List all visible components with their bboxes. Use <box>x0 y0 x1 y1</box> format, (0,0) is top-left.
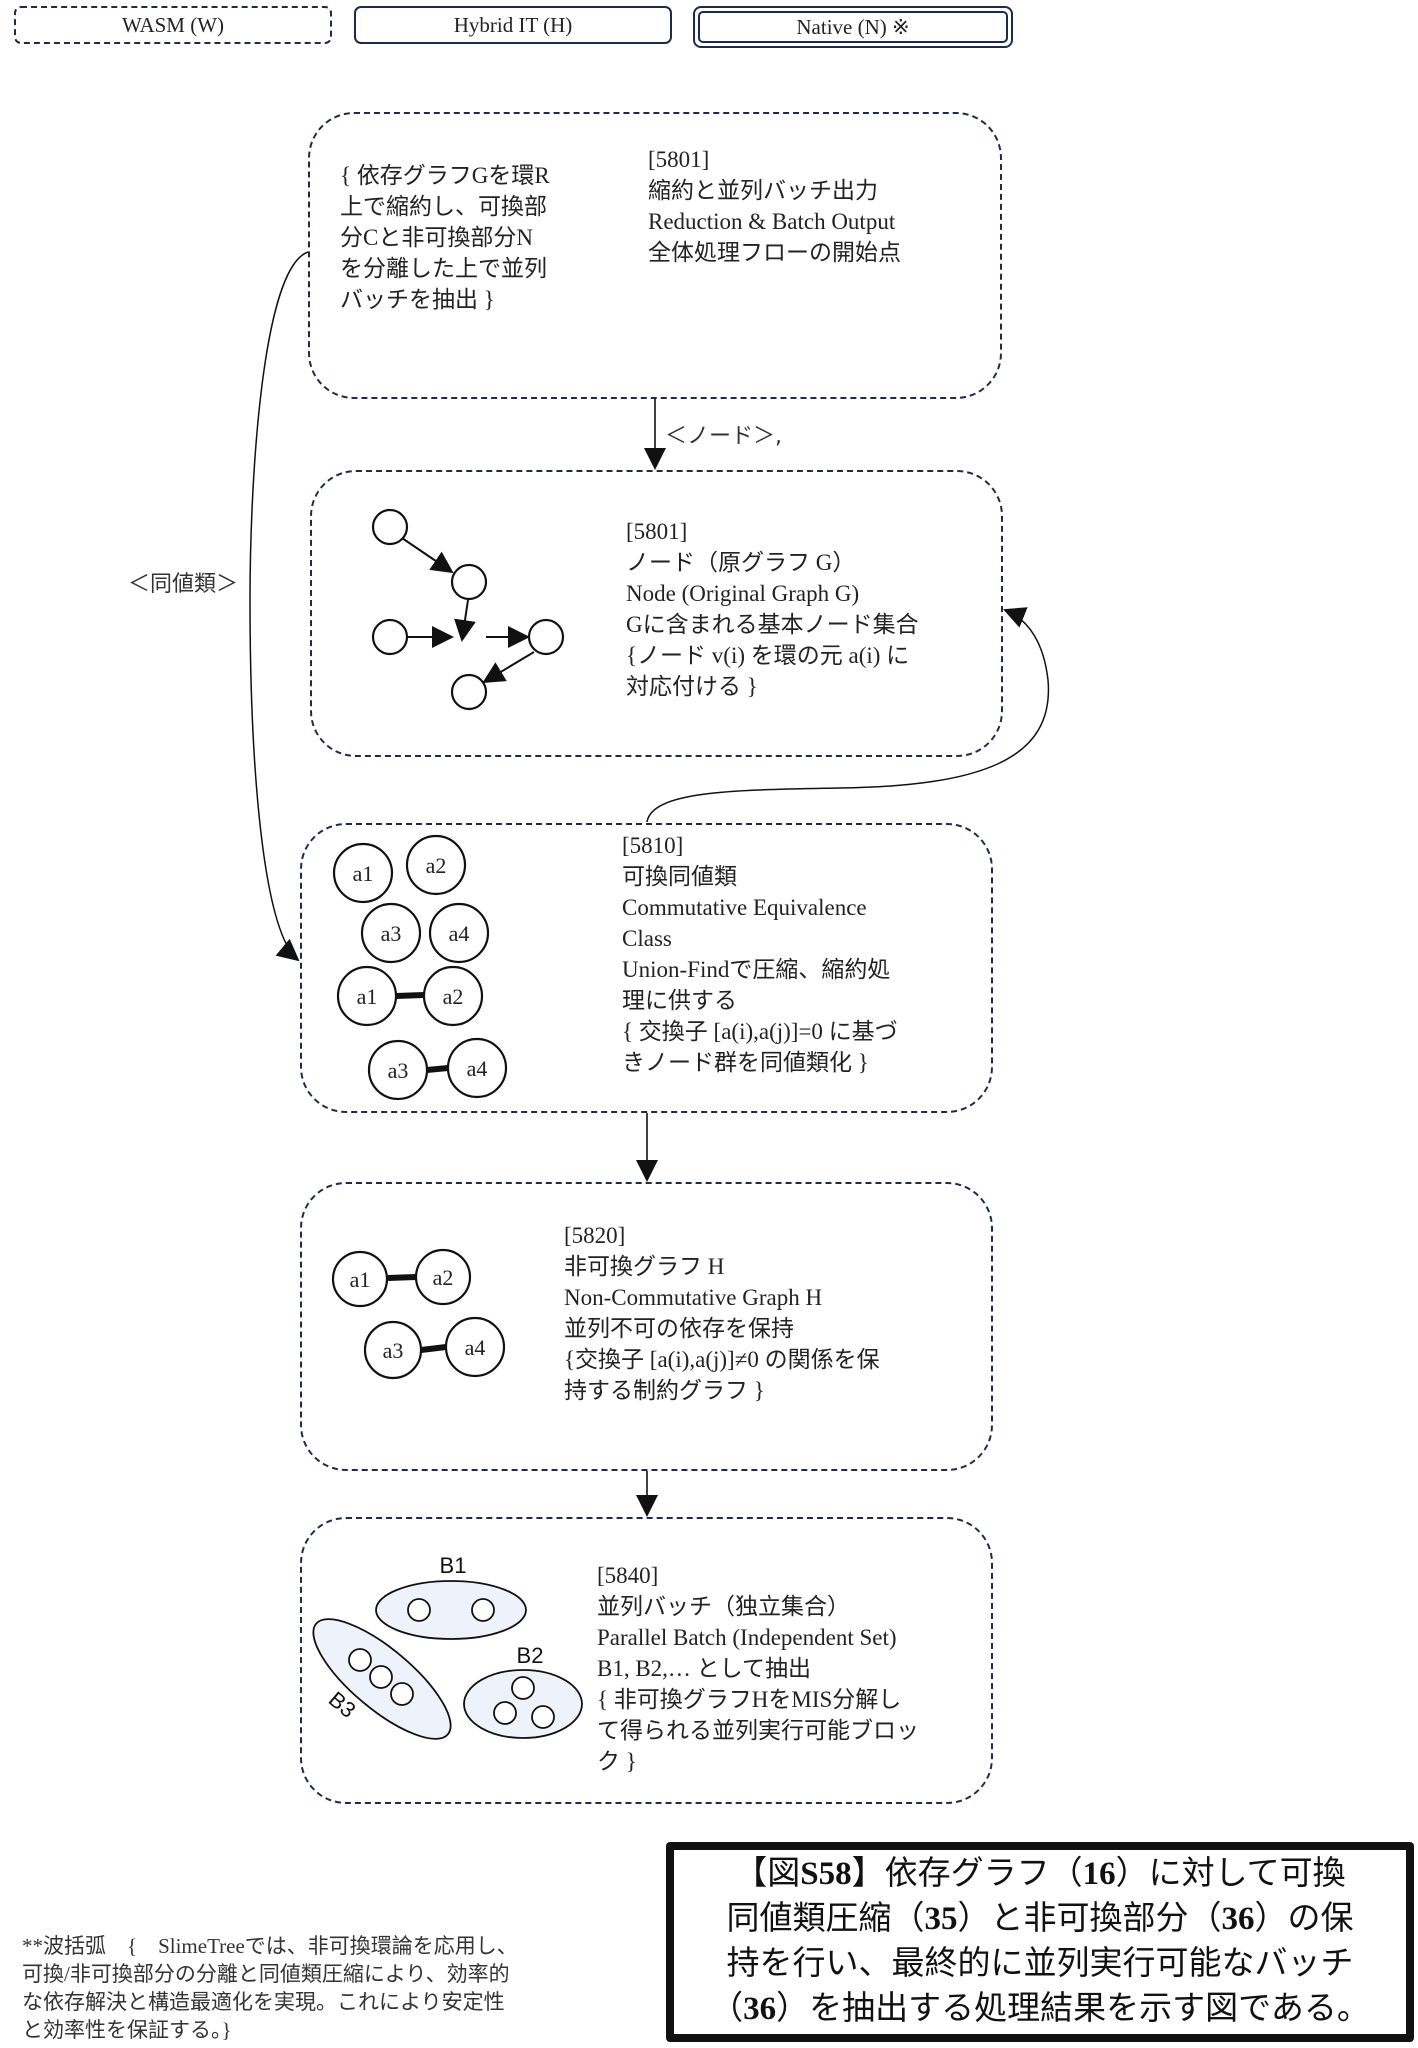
caption-ref-number: 35 <box>924 1901 958 1937</box>
legend-wasm: WASM (W) <box>14 6 332 44</box>
caption-part: 】依存グラフ（ <box>851 1856 1083 1892</box>
caption-ref-number: 16 <box>1082 1856 1116 1892</box>
caption-part: 【図 <box>734 1856 801 1892</box>
stage-reduction-note: { 依存グラフGを環R 上で縮約し、可換部 分Cと非可換部分N を分離した上で並… <box>340 163 550 312</box>
legend-hybrid-label: Hybrid IT (H) <box>453 12 573 37</box>
stage-node-text: [5801] ノード（原グラフ G） Node (Original Graph … <box>626 519 919 699</box>
legend-native-inner: Native (N) ※ <box>698 11 1008 43</box>
caption-part: ）と非可換部分（ <box>957 1901 1222 1937</box>
figure-caption: 【図S58】依存グラフ（16）に対して可換 同値類圧縮（35）と非可換部分（36… <box>666 1842 1414 2042</box>
legend-hybrid: Hybrid IT (H) <box>354 6 672 44</box>
caption-part: ）の保 <box>1254 1901 1354 1937</box>
caption-figure-id: S58 <box>800 1856 852 1892</box>
stage-noncommutative-text: [5820] 非可換グラフ H Non-Commutative Graph H … <box>564 1223 880 1403</box>
caption-part: （ <box>710 1991 744 2027</box>
equivalence-curve-arrow <box>249 251 309 962</box>
footnote: **波括弧 { SlimeTreeでは、非可換環論を応用し、 可換/非可換部分の… <box>22 1934 518 2042</box>
legend-native-label: Native (N) ※ <box>796 14 910 39</box>
legend-native: Native (N) ※ <box>693 6 1013 48</box>
stage-reduction-batch-output <box>308 112 1002 399</box>
figure-caption-text: 【図S58】依存グラフ（16）に対して可換 同値類圧縮（35）と非可換部分（36… <box>710 1852 1370 2032</box>
caption-part: 持を行い、最終的に並列実行可能なバッチ <box>726 1946 1354 1982</box>
caption-part: ）を抽出する処理結果を示す図である。 <box>776 1991 1370 2027</box>
legend-wasm-label: WASM (W) <box>121 12 225 37</box>
connector-label-node: ＜ノード＞, <box>665 424 782 449</box>
caption-part: ）に対して可換 <box>1115 1856 1346 1892</box>
stage-parallel-batch-text: [5840] 並列バッチ（独立集合） Parallel Batch (Indep… <box>597 1563 919 1774</box>
stage-equivalence-text: [5810] 可換同値類 Commutative Equivalence Cla… <box>622 833 898 1075</box>
connector-label-equivalence: ＜同値類＞ <box>128 572 239 597</box>
caption-ref-number: 36 <box>743 1991 777 2027</box>
stage-reduction-text: [5801] 縮約と並列バッチ出力 Reduction & Batch Outp… <box>648 147 901 265</box>
caption-ref-number: 36 <box>1221 1901 1255 1937</box>
caption-part: 同値類圧縮（ <box>726 1901 925 1937</box>
